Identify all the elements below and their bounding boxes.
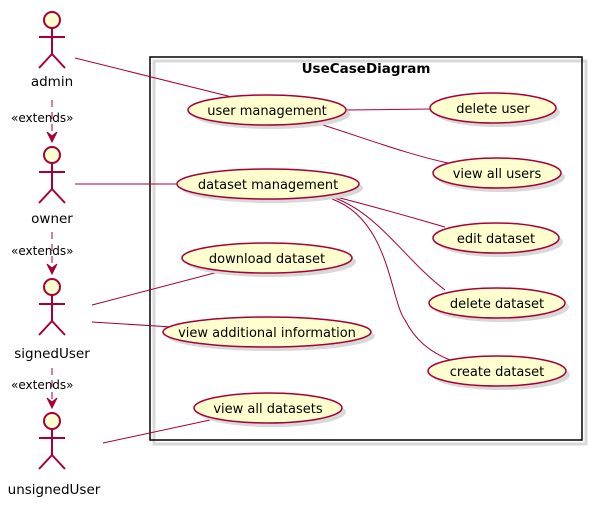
use-case-create-dataset-label: create dataset [450,365,545,380]
extends-label-admin-owner: «extends» [11,111,74,125]
use-case-user-management-label: user management [207,104,327,119]
use-case-delete-user-label: delete user [456,102,530,117]
use-case-dataset-management: dataset management [176,168,363,203]
extends-arrow-owner [46,131,58,144]
use-case-delete-dataset-label: delete dataset [450,297,544,312]
assoc-dataset-management-delete-dataset [334,197,446,291]
use-case-view-additional-information-label: view additional information [178,326,356,341]
extends-arrow-unsigned-user [46,397,58,410]
extends-arrow-signed-user [46,263,58,276]
use-case-dataset-management-label: dataset management [198,178,338,193]
assoc-admin-user-management [74,57,245,101]
actor-signed-user: signedUser [14,278,90,362]
actor-unsigned-user-label: unsignedUser [8,482,101,498]
use-case-create-dataset: create dataset [427,355,570,390]
use-case-view-additional-information: view additional information [162,316,375,351]
use-case-delete-dataset: delete dataset [428,287,569,322]
assoc-signed-user-view-additional-information [91,321,173,328]
use-case-delete-user: delete user [429,92,560,127]
actor-signed-user-head [43,278,61,296]
use-case-download-dataset-label: download dataset [209,252,325,267]
actor-admin-head [43,11,61,29]
assoc-signed-user-download-dataset [91,270,223,306]
actor-admin: admin [31,11,73,90]
actor-unsigned-user: unsignedUser [8,412,101,498]
assoc-dataset-management-create-dataset [331,198,451,361]
use-case-edit-dataset: edit dataset [432,222,563,257]
actor-admin-label: admin [31,74,73,90]
assoc-dataset-management-edit-dataset [335,196,446,228]
assoc-user-management-delete-user [345,108,433,111]
use-case-view-all-datasets-label: view all datasets [213,402,323,417]
extends-label-signed-user-unsigned-user: «extends» [11,378,74,392]
use-case-download-dataset: download dataset [181,242,356,277]
use-case-view-all-datasets: view all datasets [193,392,346,427]
actor-owner-label: owner [31,211,73,227]
assoc-unsigned-user-view-all-datasets [102,419,211,444]
use-case-edit-dataset-label: edit dataset [457,232,535,247]
actor-owner: owner [31,146,73,227]
use-case-view-all-users-label: view all users [453,167,542,182]
use-case-view-all-users: view all users [432,157,565,192]
actor-owner-head [43,146,61,164]
system-boundary: UseCaseDiagram [149,56,588,446]
associations [74,57,451,444]
system-title: UseCaseDiagram [302,61,431,77]
actor-signed-user-label: signedUser [14,346,90,362]
actor-unsigned-user-head [43,412,61,430]
extends-relations: «extends» «extends» «extends» [11,100,74,410]
use-case-user-management: user management [187,94,350,129]
assoc-user-management-view-all-users [319,123,449,164]
extends-label-owner-signed-user: «extends» [11,244,74,258]
